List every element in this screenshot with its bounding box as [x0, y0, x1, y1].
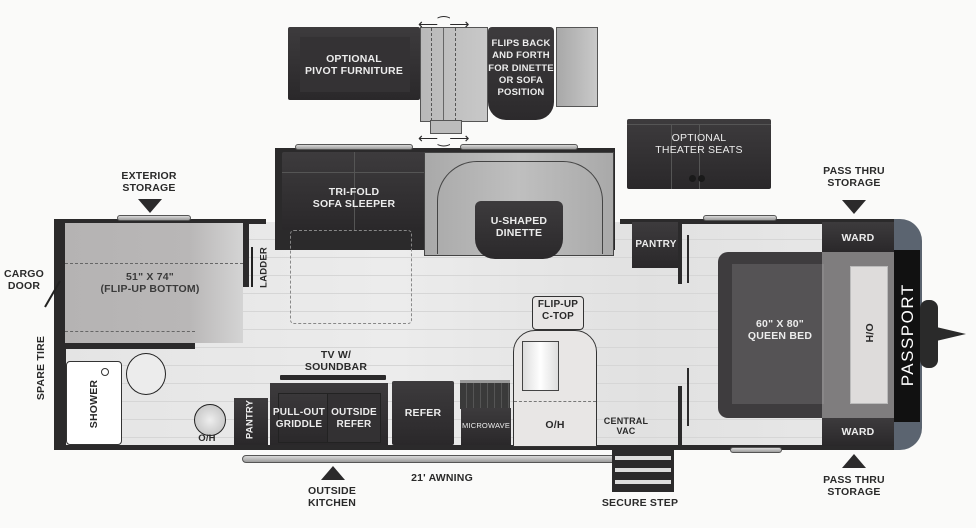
arrow-up-icon	[321, 466, 345, 480]
secure-step	[612, 448, 674, 492]
awning	[242, 455, 664, 463]
bunk-size-label: 51" X 74" (FLIP-UP BOTTOM)	[100, 271, 200, 296]
wardrobe-top: WARD	[822, 222, 894, 252]
wall	[54, 445, 124, 450]
window	[730, 447, 782, 453]
wall	[678, 386, 682, 446]
pivot-arrow-icon: ⟵‿⟶	[418, 130, 470, 146]
pantry-front-label: PANTRY	[635, 239, 677, 250]
wall	[687, 368, 689, 426]
window	[703, 215, 777, 221]
wall	[678, 222, 682, 284]
outside-kitchen-label: OUTSIDE KITCHEN	[307, 485, 357, 510]
pass-thru-storage-top-label: PASS THRU STORAGE	[823, 165, 885, 190]
tv-label: TV W/ SOUNDBAR	[304, 349, 368, 374]
wall	[243, 222, 249, 287]
bed-size-label: 60" X 80" QUEEN BED	[747, 318, 813, 343]
tv-soundbar	[280, 375, 386, 380]
theater-seats-label: OPTIONAL THEATER SEATS	[655, 132, 743, 157]
pass-thru-storage-bottom-label: PASS THRU STORAGE	[823, 474, 885, 499]
microwave: MICROWAVE	[461, 408, 511, 445]
bath-overhead-label: O/H	[198, 433, 216, 444]
exterior-storage-label: EXTERIOR STORAGE	[121, 170, 177, 195]
optional-pivot-furniture: OPTIONAL PIVOT FURNITURE FLIPS BACK AND …	[288, 27, 600, 134]
wall	[687, 235, 689, 283]
kitchen-counter: O/H	[513, 330, 597, 447]
tri-fold-sofa: TRI-FOLD SOFA SLEEPER	[282, 152, 426, 230]
ward-top-label: WARD	[841, 232, 875, 244]
toilet-icon	[126, 353, 166, 395]
wall	[65, 343, 195, 349]
arrow-down-icon	[842, 200, 866, 214]
hitch-icon	[920, 300, 938, 368]
pantry-front: PANTRY	[632, 222, 680, 268]
arrow-down-icon	[138, 199, 162, 213]
bed-overhead-label: O/H	[863, 323, 876, 343]
optional-theater-seats: OPTIONAL THEATER SEATS	[627, 119, 771, 189]
pantry-rear: PANTRY	[234, 398, 268, 445]
microwave-label: MICROWAVE	[461, 421, 511, 430]
hitch-tongue	[932, 326, 966, 342]
dinette-label: U-SHAPED DINETTE	[490, 215, 548, 240]
flip-up-ctop-label: FLIP-UP C-TOP	[537, 299, 579, 322]
ward-bottom-label: WARD	[841, 426, 875, 438]
stove	[460, 380, 510, 409]
u-shaped-dinette: U-SHAPED DINETTE	[424, 152, 614, 259]
wall	[120, 445, 900, 450]
outside-kitchen: PULL-OUT GRIDDLE OUTSIDE REFER	[270, 383, 388, 445]
flip-up-ctop: FLIP-UP C-TOP	[532, 296, 584, 330]
pivot-arrow-icon: ⟵⁀⟶	[418, 16, 470, 32]
refer: REFER	[392, 381, 454, 445]
outside-refer-label: OUTSIDE REFER	[331, 407, 377, 430]
central-vac-label: CENTRAL VAC	[603, 416, 649, 437]
arrow-up-icon	[842, 454, 866, 468]
griddle-label: PULL-OUT GRIDDLE	[272, 407, 326, 430]
sink-icon	[522, 341, 559, 391]
ladder-label: LADDER	[258, 247, 270, 288]
window	[295, 144, 413, 150]
shower-label: SHOWER	[87, 379, 100, 429]
sofa-label: TRI-FOLD SOFA SLEEPER	[312, 186, 396, 211]
shower: SHOWER	[66, 361, 122, 445]
secure-step-label: SECURE STEP	[601, 497, 679, 509]
wall	[54, 219, 66, 449]
brand-logo: PASSPORT	[898, 283, 918, 387]
bed-overhead: O/H	[850, 266, 888, 404]
window	[117, 215, 191, 221]
sink-icon	[194, 404, 226, 436]
spare-tire-label: SPARE TIRE	[34, 335, 47, 401]
wall	[620, 219, 900, 224]
cargo-door-label: CARGO DOOR	[3, 268, 45, 293]
kitchen-overhead-label: O/H	[545, 419, 565, 431]
pivot-furniture-label: OPTIONAL PIVOT FURNITURE	[304, 53, 404, 78]
sofa-extension	[290, 230, 412, 324]
bunk-bed: 51" X 74" (FLIP-UP BOTTOM)	[65, 223, 243, 343]
awning-label: 21' AWNING	[411, 472, 473, 484]
front-cap-inner	[894, 250, 920, 422]
wall	[54, 219, 266, 224]
refer-label: REFER	[404, 407, 442, 419]
wardrobe-bottom: WARD	[822, 418, 894, 446]
pantry-rear-label: PANTRY	[244, 399, 256, 440]
ladder	[251, 247, 253, 287]
flips-note-label: FLIPS BACK AND FORTH FOR DINETTE OR SOFA…	[488, 38, 554, 99]
window	[460, 144, 578, 150]
